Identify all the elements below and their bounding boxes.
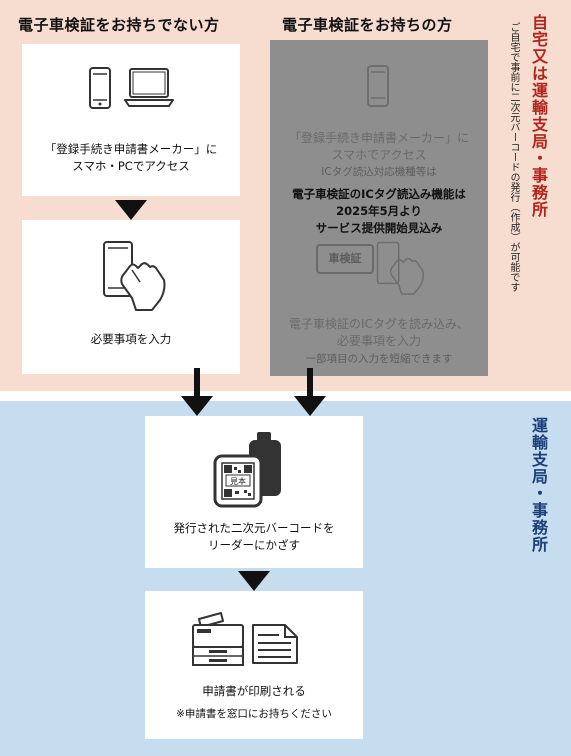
step-print-note: ※申請書を窓口にお持ちください <box>176 708 332 720</box>
ghost-input-line2: 必要事項を入力 <box>336 334 421 348</box>
ghost-input-line1: 電子車検証のICタグを読み込み、 <box>289 317 469 331</box>
step-print-card: 申請書が印刷される ※申請書を窓口にお持ちください <box>145 591 363 739</box>
home-side-note: ご自宅で事前に二次元バーコードの発行（作成）が可能です <box>508 22 519 292</box>
notice-line2: 2025年5月より <box>336 204 422 218</box>
ghost-access-line3: ICタグ読込対応機種等は <box>321 166 437 178</box>
header-no-e-certificate: 電子車検証をお持ちでない方 <box>18 16 220 34</box>
home-side-title: 自宅又は運輸支局・事務所 <box>529 14 548 218</box>
qr-reader-icon: 見本 <box>211 430 285 520</box>
arrow-down-office <box>238 571 270 591</box>
step-reader-line1: 発行された二次元バーコードを <box>173 521 335 535</box>
office-side-title: 運輸支局・事務所 <box>529 417 548 553</box>
ghost-access-line1: 「登録手続き申請書メーカー」に <box>288 131 469 145</box>
qr-sample-label: 見本 <box>230 476 246 486</box>
smartphone-ghost-icon <box>366 64 390 112</box>
arrow-down-right <box>293 368 327 422</box>
document-icon <box>251 623 299 669</box>
smartphone-icon <box>88 66 112 114</box>
arrow-down-left-1 <box>115 200 147 220</box>
step-print-label: 申請書が印刷される <box>202 684 306 698</box>
hand-phone-icon <box>102 240 168 318</box>
notice-line3: サービス提供開始見込み <box>315 221 443 235</box>
notice-line1: 電子車検証のICタグ読込み機能は <box>292 187 466 201</box>
step-access-card: 「登録手続き申請書メーカー」に スマホ・PCでアクセス <box>22 44 240 196</box>
ghost-input-line3: 一部項目の入力を短縮できます <box>305 353 453 365</box>
arrow-down-left-2 <box>180 368 214 422</box>
header-with-e-certificate: 電子車検証をお持ちの方 <box>282 16 453 34</box>
step-input-label: 必要事項を入力 <box>90 332 172 346</box>
laptop-icon <box>123 66 175 114</box>
step-reader-card: 見本 発行された二次元バーコードを リーダーにかざす <box>145 416 363 568</box>
e-certificate-panel: 「登録手続き申請書メーカー」に スマホでアクセス ICタグ読込対応機種等は 電子… <box>270 40 488 376</box>
ghost-certificate-badge: 車検証 <box>316 244 374 274</box>
step-reader-line2: リーダーにかざす <box>208 538 300 552</box>
printer-icon <box>191 611 247 671</box>
hand-phone-ghost-icon <box>376 240 426 302</box>
ghost-access-line2: スマホでアクセス <box>331 148 427 162</box>
step-input-card: 必要事項を入力 <box>22 220 240 374</box>
step-access-line1: 「登録手続き申請書メーカー」に <box>44 142 218 156</box>
step-access-line2: スマホ・PCでアクセス <box>72 159 190 173</box>
